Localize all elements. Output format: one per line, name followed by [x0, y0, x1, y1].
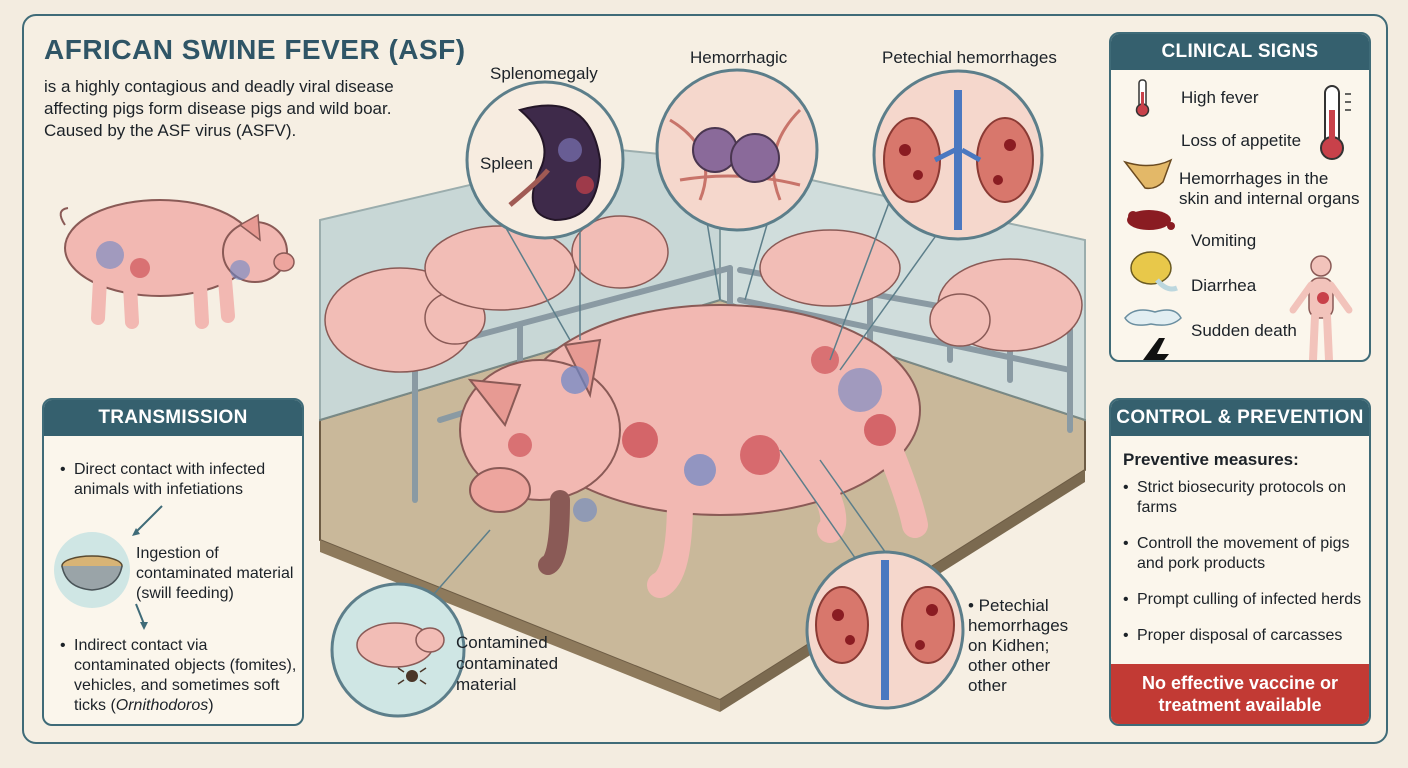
poster-title: AFRICAN SWINE FEVER (ASF): [44, 34, 466, 65]
transmission-panel: TRANSMISSION • Direct contact with infec…: [42, 398, 304, 726]
petechial-kidney-zoom-bottom: [805, 550, 965, 710]
prevention-carcass-disposal: • Proper disposal of carcasses: [1123, 627, 1343, 644]
sick-pig-main: [459, 304, 928, 598]
hemorrhagic-zoom: [655, 68, 819, 232]
standing-infected-pig: [59, 199, 295, 329]
thermometer-large-icon: [1320, 85, 1351, 160]
intro-line: affecting pigs form disease pigs and wil…: [44, 99, 392, 118]
clinical-signs-header: CLINICAL SIGNS: [1111, 34, 1369, 70]
tick-icon: [406, 670, 418, 682]
lightning-icon: [1143, 338, 1169, 360]
no-vaccine-alert: No effective vaccine or treatment availa…: [1111, 664, 1369, 724]
empty-trough-icon: [1122, 158, 1173, 190]
sign-high-fever: High fever: [1181, 88, 1259, 107]
petechial-kidney-zoom-top: [872, 69, 1044, 241]
vomiting-pig-icon: [1130, 251, 1178, 292]
puddle-icon: [1124, 309, 1182, 326]
intro-line: Caused by the ASF virus (ASFV).: [44, 121, 297, 140]
background-pigs: [324, 215, 1083, 373]
kidney-hemorrhage-label: • Petechial hemorrhages on Kidhen; other…: [968, 596, 1069, 695]
intro-text: is a highly contagious and deadly viral …: [44, 76, 424, 142]
arrow-icon: [135, 603, 145, 625]
preventive-measures-subheader: Preventive measures:: [1123, 450, 1299, 469]
sign-loss-of-appetite: Loss of appetite: [1181, 131, 1302, 150]
transmission-ingestion: Ingestion of contaminated material (swil…: [136, 545, 294, 602]
arrow-icon: [135, 505, 163, 533]
transmission-header: TRANSMISSION: [44, 400, 302, 436]
clinical-signs-panel: CLINICAL SIGNS: [1109, 32, 1371, 362]
sign-hemorrhages: Hemorrhages in the skin and internal org…: [1179, 169, 1360, 208]
sign-sudden-death: Sudden death: [1191, 321, 1297, 340]
contaminated-material-zoom: [330, 582, 466, 718]
body-hemorrhage-icon: [1289, 255, 1353, 360]
control-prevention-header: CONTROL & PREVENTION: [1111, 400, 1369, 436]
contamined-material-label: Contamined contaminated material: [456, 633, 559, 694]
spleen-label: Spleen: [480, 154, 533, 173]
prevention-biosecurity: • Strict biosecurity protocols on farms: [1123, 479, 1346, 516]
sign-vomiting: Vomiting: [1191, 231, 1257, 250]
thermometer-icon: [1135, 79, 1150, 117]
petechial-label-top: Petechial hemorrhages: [882, 48, 1057, 67]
sign-diarrhea: Diarrhea: [1191, 276, 1257, 295]
intro-line: is a highly contagious and deadly viral …: [44, 77, 394, 96]
clinical-icons: [1122, 79, 1353, 360]
splenomegaly-label: Splenomegaly: [490, 64, 598, 83]
prevention-culling: • Prompt culling of infected herds: [1123, 591, 1362, 608]
prevention-movement-control: • Controll the movement of pigs and pork…: [1123, 535, 1350, 572]
spleen-zoom: [465, 80, 625, 240]
blood-splatter-icon: [1127, 210, 1175, 230]
hemorrhagic-label: Hemorrhagic: [690, 48, 788, 67]
pen-floor-front: [320, 540, 720, 712]
transmission-direct-contact: • Direct contact with infected animals w…: [60, 461, 266, 498]
transmission-indirect-contact: • Indirect contact via contaminated obje…: [60, 637, 297, 714]
transmission-icons: [54, 505, 163, 630]
control-prevention-panel: CONTROL & PREVENTION Preventive measures…: [1109, 398, 1371, 726]
